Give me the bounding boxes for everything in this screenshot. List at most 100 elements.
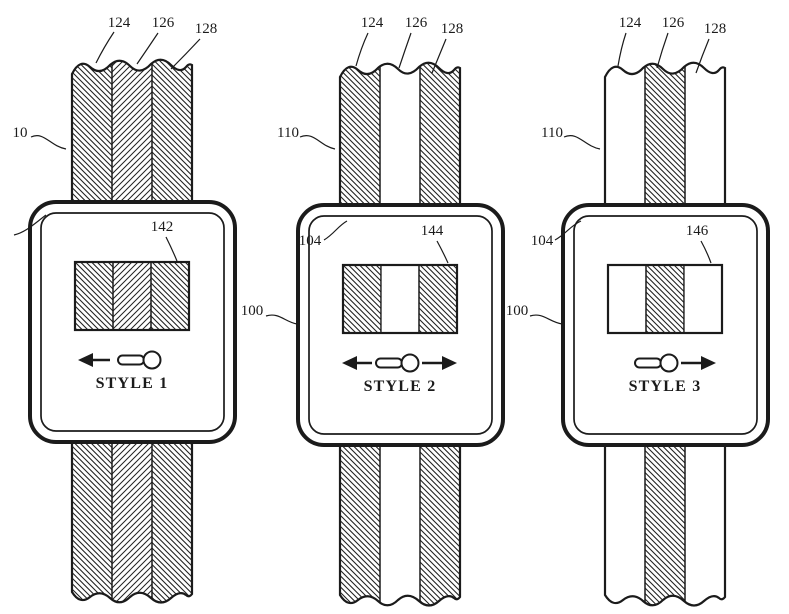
band-swatch <box>606 263 724 335</box>
ref-label-band-right: 128 <box>441 21 464 37</box>
band-segment-left <box>72 59 112 224</box>
leader-line <box>170 38 201 70</box>
swatch-segment-middle <box>380 264 420 334</box>
band-swatch <box>341 263 459 335</box>
band-segment-middle <box>645 62 685 227</box>
ref-label-swatch: 144 <box>421 223 444 239</box>
swatch-segment-right <box>683 264 723 334</box>
band-top-outline <box>603 61 727 229</box>
slider-track <box>634 357 662 369</box>
band-bottom-outline <box>338 421 462 607</box>
leader-line <box>700 240 712 264</box>
leader-line <box>95 31 115 64</box>
leader-line <box>136 32 159 65</box>
ref-label-swatch: 142 <box>151 219 174 235</box>
leader-line <box>656 32 669 69</box>
ref-label-band: 110 <box>541 125 563 141</box>
watch-figure-3: STYLE 3 <box>561 61 770 607</box>
ref-label-band-left: 124 <box>361 15 384 31</box>
band-top-outline <box>338 61 462 229</box>
watch-band-top <box>72 59 192 224</box>
leader-line <box>436 240 449 264</box>
swatch-outline <box>73 260 191 332</box>
ref-label-band: 110 <box>277 125 299 141</box>
slider-track <box>117 354 145 366</box>
band-segment-middle <box>380 423 420 606</box>
swatch-outline <box>341 263 459 335</box>
ref-label-band-left: 124 <box>108 15 131 31</box>
band-segment-right <box>685 423 725 606</box>
ref-label-band-right: 128 <box>704 21 727 37</box>
watch-band-top <box>605 62 725 227</box>
slider-knob <box>659 353 679 373</box>
ref-label-band-middle: 126 <box>405 15 428 31</box>
leader-line <box>13 214 47 236</box>
leader-line <box>165 236 178 262</box>
band-top-outline <box>70 58 194 226</box>
leader-line <box>529 314 563 325</box>
ref-label-swatch: 146 <box>686 223 709 239</box>
slider-knob <box>142 350 162 370</box>
watch-figure-2: STYLE 2 <box>296 61 505 607</box>
leader-line <box>431 38 447 74</box>
leader-line <box>695 38 710 74</box>
band-segment-left <box>340 423 380 606</box>
swatch-segment-left <box>342 264 382 334</box>
arrow-right-icon <box>701 356 716 370</box>
band-segment-middle <box>112 420 152 603</box>
watch-screen-bezel <box>573 215 758 435</box>
ref-label-band-middle: 126 <box>152 15 175 31</box>
style-label: STYLE 2 <box>364 378 437 395</box>
leader-line <box>398 32 412 69</box>
band-segment-left <box>340 62 380 227</box>
reference-labels: 124 126 128 10 142 124 126 128 110 104 1… <box>13 15 727 325</box>
leader-line <box>563 135 601 150</box>
leader-line <box>554 220 582 241</box>
band-segment-right <box>152 420 192 603</box>
band-segment-right <box>685 62 725 227</box>
swatch-outline <box>606 263 724 335</box>
slider-control <box>342 353 457 373</box>
ref-label-band-left: 124 <box>619 15 642 31</box>
swatch-segment-left <box>607 264 647 334</box>
band-bottom-outline <box>70 418 194 604</box>
swatch-segment-right <box>418 264 458 334</box>
band-segment-left <box>72 420 112 603</box>
watch-screen-bezel <box>40 212 225 432</box>
slider-control <box>78 350 162 370</box>
leader-line <box>30 135 67 150</box>
swatch-segment-left <box>74 261 114 331</box>
slider-knob <box>400 353 420 373</box>
style-label: STYLE 3 <box>629 378 702 395</box>
swatch-segment-middle <box>112 261 152 331</box>
arrow-right-icon <box>442 356 457 370</box>
band-segment-right <box>152 59 192 224</box>
ref-label-device: 100 <box>506 303 529 319</box>
watch-figure-1: STYLE 1 <box>28 58 237 604</box>
arrow-left-icon <box>342 356 357 370</box>
style-label: STYLE 1 <box>96 375 169 392</box>
band-swatch <box>73 260 191 332</box>
slider-track <box>375 357 403 369</box>
ref-label-body: 104 <box>531 233 554 249</box>
band-segment-middle <box>645 423 685 606</box>
watch-band-top <box>340 62 460 227</box>
watch-band-bottom <box>340 423 460 606</box>
ref-label-device: 100 <box>241 303 264 319</box>
band-segment-middle <box>112 59 152 224</box>
ref-label-band-middle: 126 <box>662 15 685 31</box>
band-segment-left <box>605 423 645 606</box>
arrow-left-icon <box>78 353 93 367</box>
band-segment-right <box>420 62 460 227</box>
slider-control <box>634 353 716 373</box>
leader-line <box>265 314 298 325</box>
leader-line <box>617 32 627 67</box>
leader-line <box>355 32 369 67</box>
watch-band-bottom <box>72 420 192 603</box>
band-segment-middle <box>380 62 420 227</box>
band-segment-left <box>605 62 645 227</box>
band-bottom-outline <box>603 421 727 607</box>
leader-line <box>323 220 348 241</box>
